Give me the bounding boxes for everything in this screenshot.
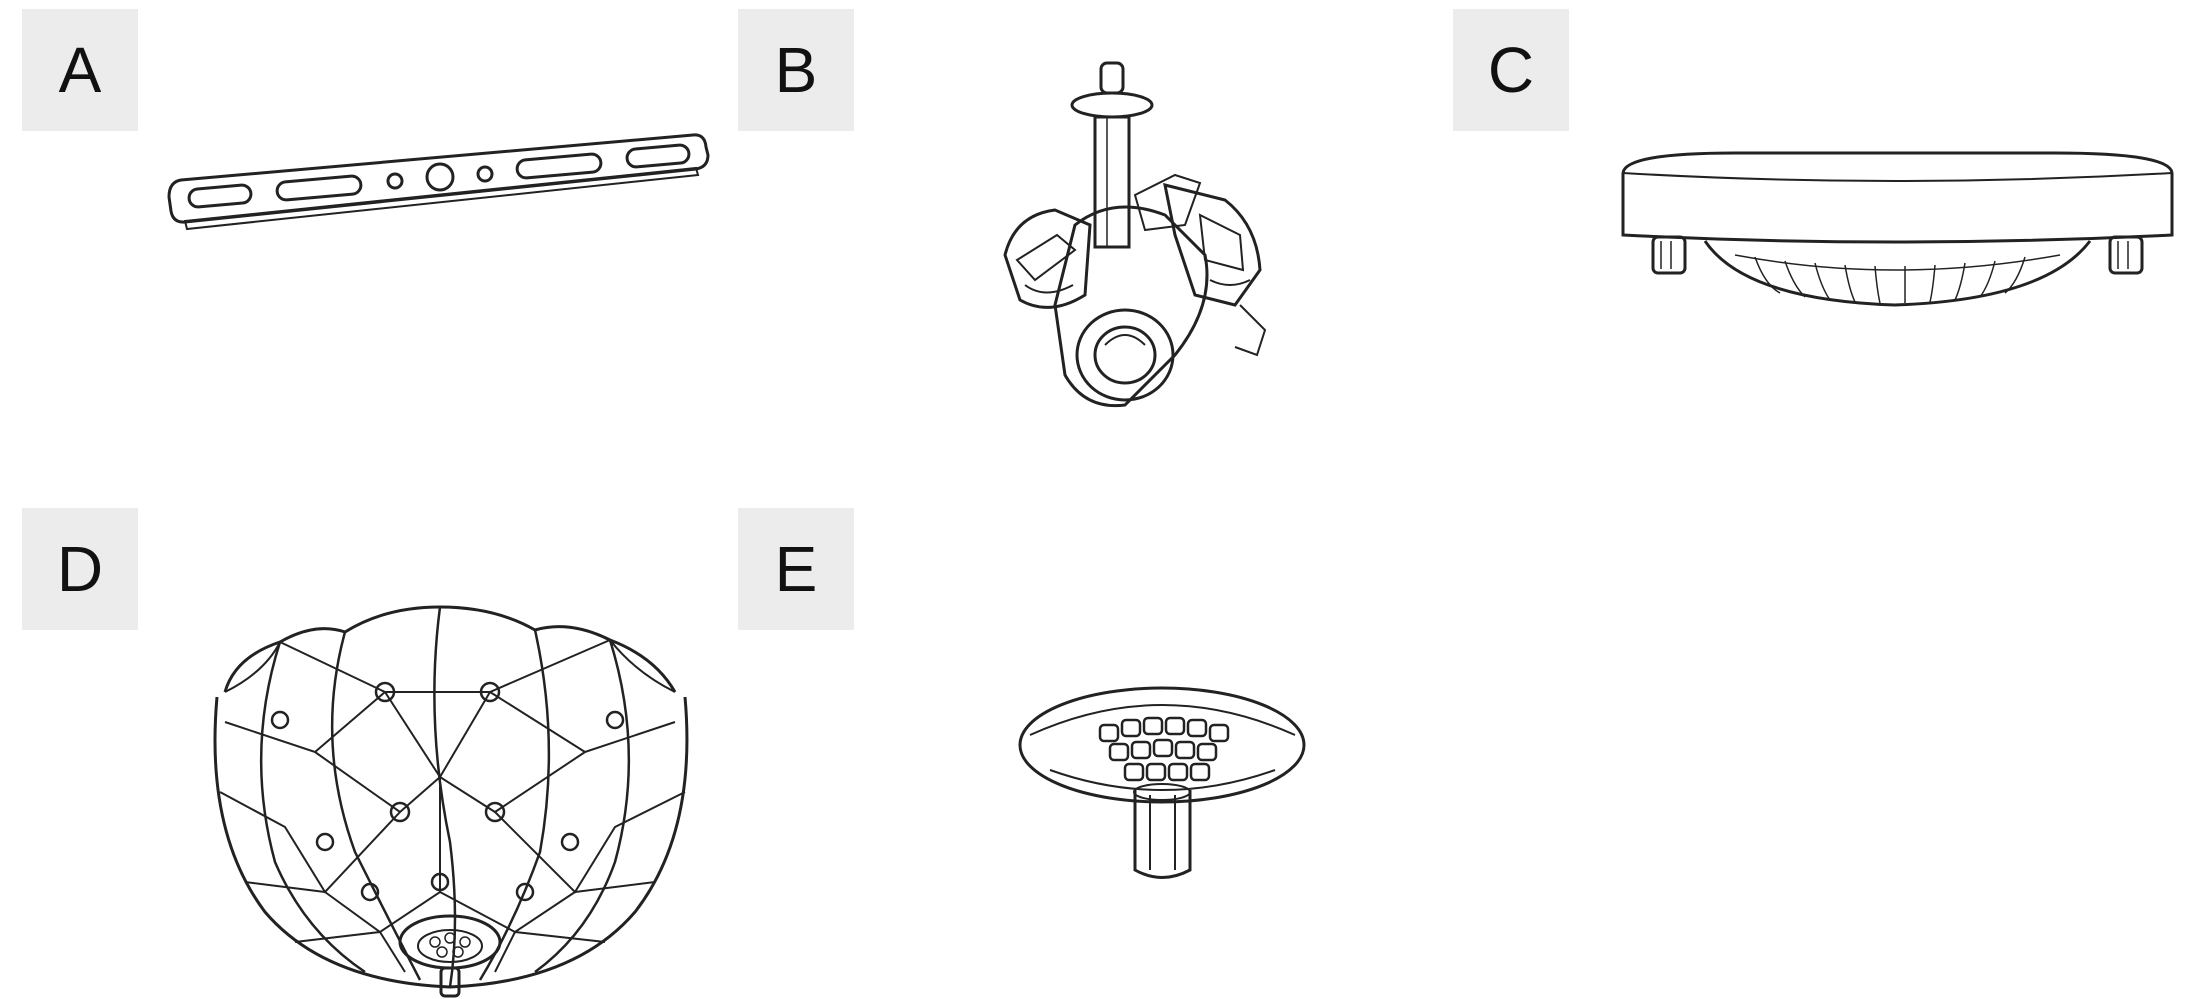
ceiling-canopy-icon [1615,145,2180,320]
part-label-c: C [1453,9,1569,131]
finial-cap-icon [1010,680,1315,895]
socket-cluster-icon [995,55,1315,430]
part-label-d: D [22,508,138,630]
part-label-b: B [738,9,854,131]
part-label-e: E [738,508,854,630]
tiffany-glass-shade-icon [205,602,705,999]
mounting-bar-icon [165,125,715,240]
part-label-a: A [22,9,138,131]
